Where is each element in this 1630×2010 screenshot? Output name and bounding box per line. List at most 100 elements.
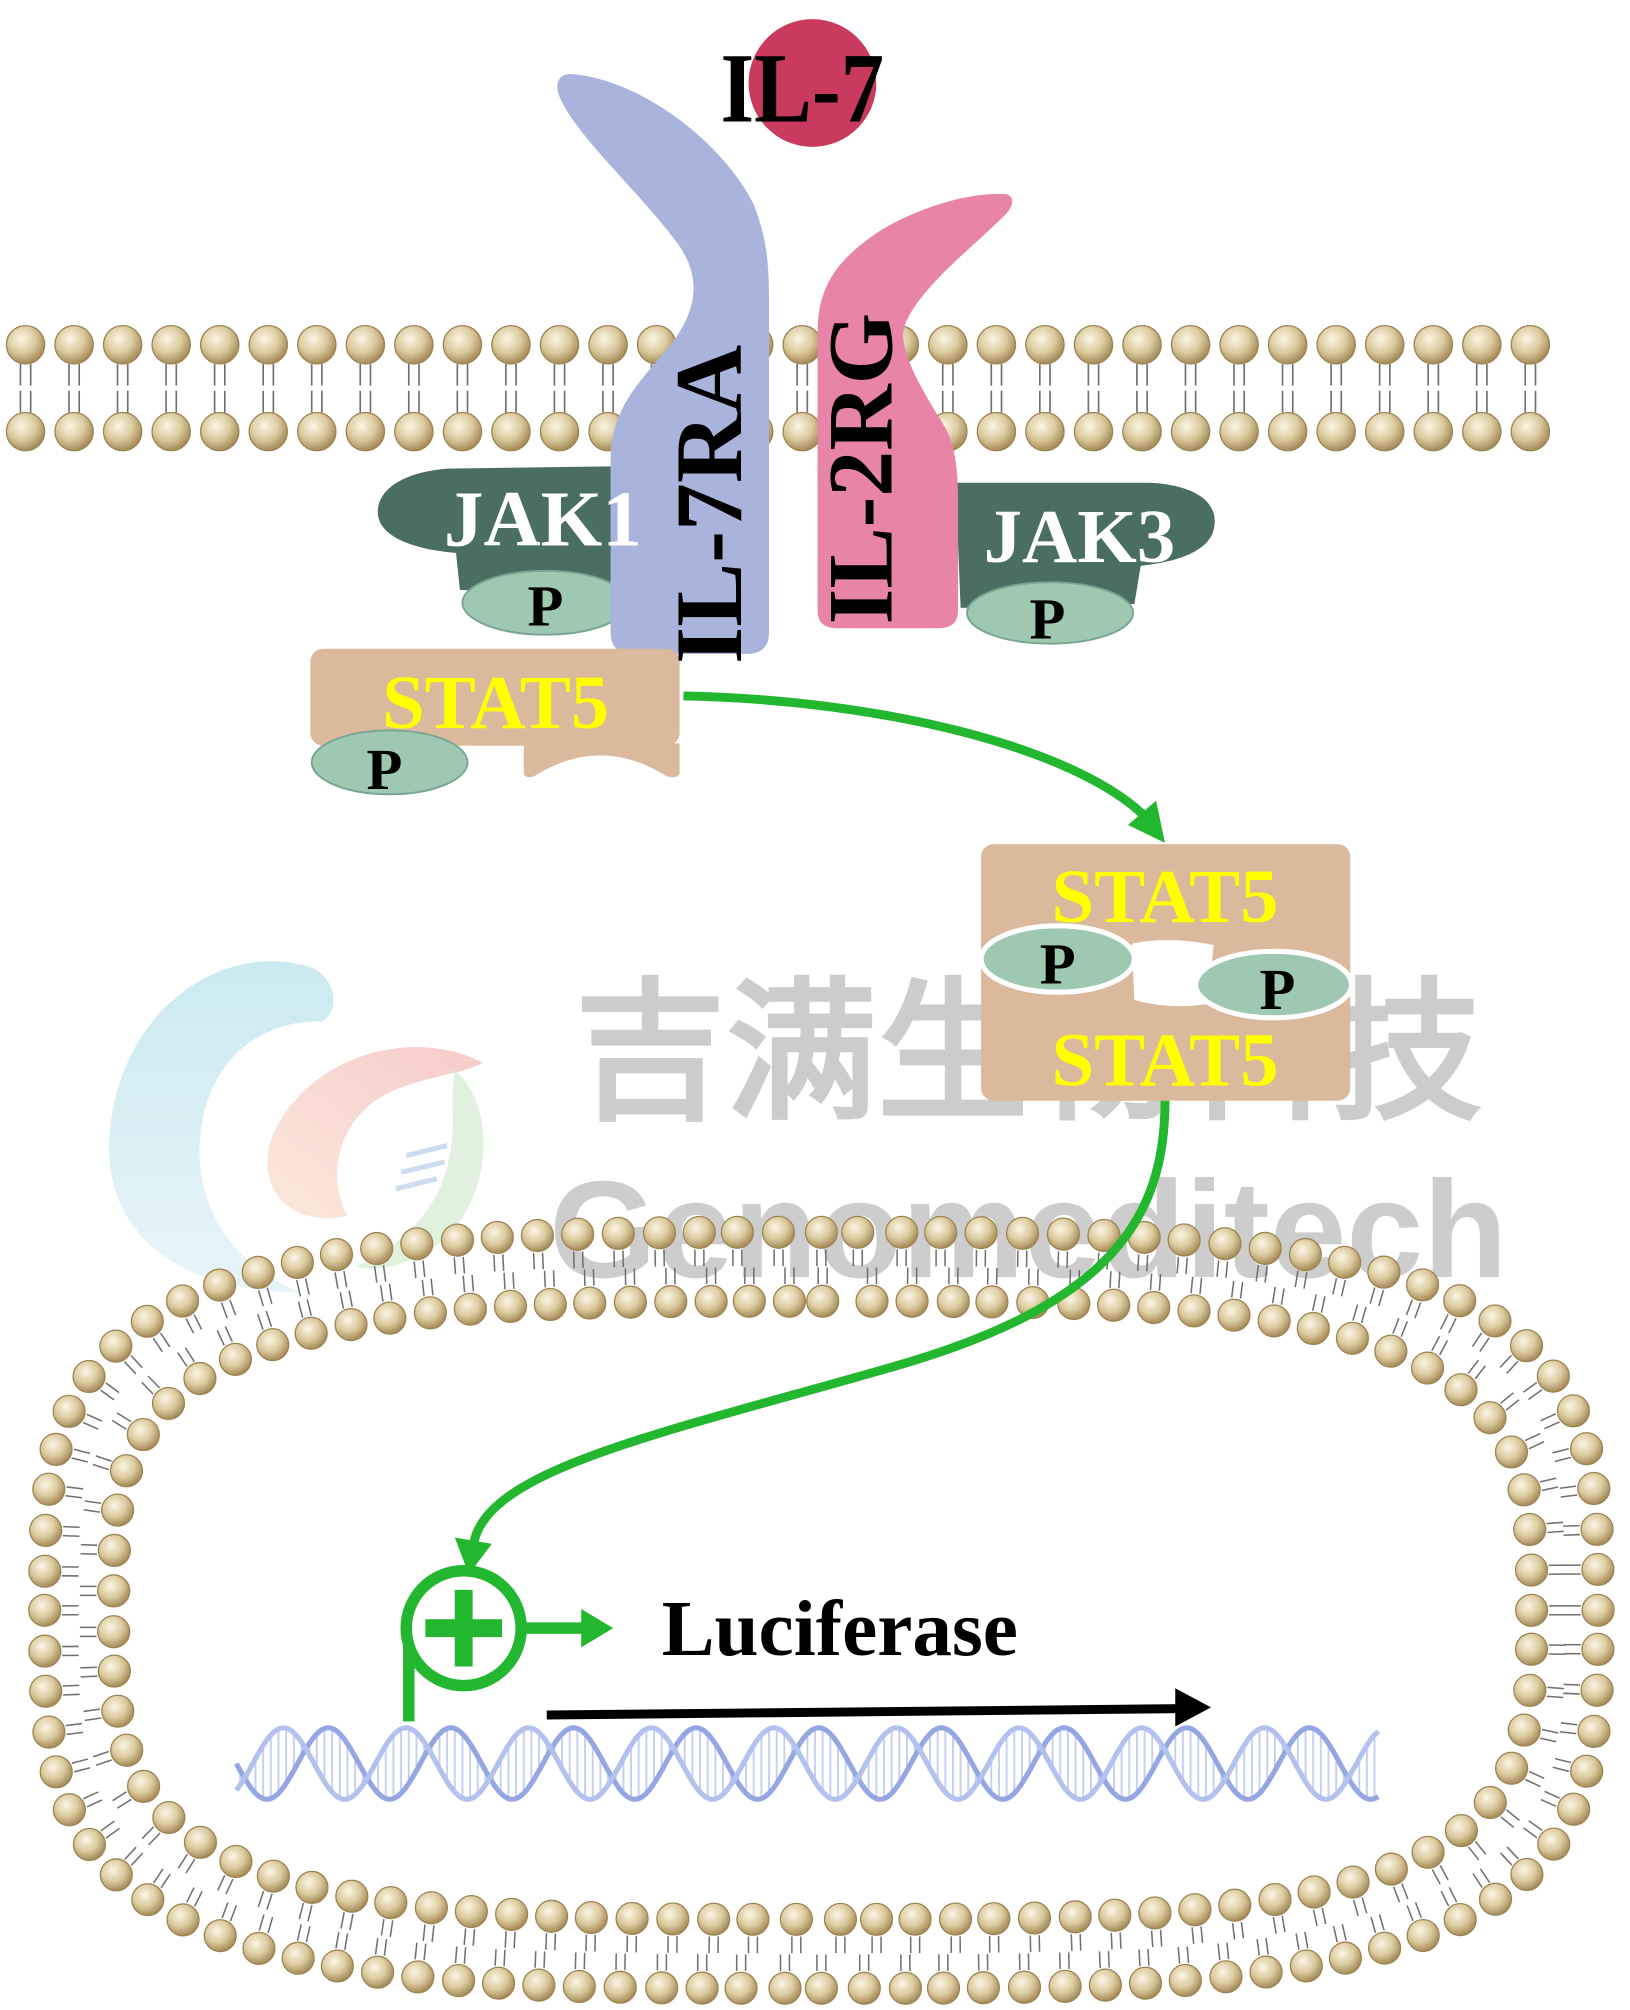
lipid-head bbox=[588, 324, 628, 365]
lipid-head bbox=[804, 1215, 838, 1249]
lipid-head bbox=[1122, 411, 1162, 452]
lipid-tail bbox=[1280, 1288, 1285, 1305]
lipid-tail bbox=[1541, 1728, 1559, 1734]
lipid-tail bbox=[1199, 1277, 1203, 1295]
lipid-head bbox=[151, 1386, 186, 1421]
lipid-head bbox=[1249, 1955, 1283, 1989]
lipid-head bbox=[101, 1694, 135, 1728]
jak1-label: JAK1 bbox=[444, 475, 642, 563]
lipid-head bbox=[218, 1342, 253, 1376]
lipid-head bbox=[1577, 1471, 1611, 1506]
lipid-head bbox=[562, 1969, 596, 2004]
lipid-head bbox=[1537, 1827, 1571, 1861]
il7ra-receptor bbox=[557, 73, 770, 654]
lipid-head bbox=[199, 324, 240, 365]
lipid-tail bbox=[1217, 1943, 1221, 1961]
il2rg-label: IL-2RG bbox=[810, 313, 912, 625]
lipid-head bbox=[131, 1883, 165, 1917]
lipid-head bbox=[1335, 1321, 1370, 1355]
lipid-tail bbox=[1360, 1306, 1367, 1324]
lipid-head bbox=[898, 1902, 932, 1936]
lipid-head bbox=[99, 1329, 133, 1363]
lipid-head bbox=[152, 1800, 186, 1835]
lipid-head bbox=[1580, 1512, 1614, 1546]
lipid-tail bbox=[1560, 1494, 1578, 1498]
lipid-tail bbox=[1281, 1915, 1286, 1933]
lipid-head bbox=[481, 1966, 516, 2000]
lipid-tail bbox=[1528, 1770, 1545, 1780]
jak3-phospho-label: P bbox=[1030, 587, 1066, 652]
lipid-head bbox=[1462, 324, 1502, 365]
lipid-head bbox=[1444, 1373, 1478, 1407]
lipid-head bbox=[453, 1292, 487, 1326]
lipid-tail bbox=[380, 1918, 385, 1936]
lipid-head bbox=[28, 1593, 62, 1627]
lipid-tail bbox=[305, 1926, 311, 1943]
lipid-tail bbox=[1392, 1317, 1400, 1334]
lipid-tail bbox=[1448, 1317, 1457, 1334]
lipid-head bbox=[976, 324, 1017, 365]
lipid-head bbox=[1087, 1218, 1121, 1253]
lipid-head bbox=[454, 1894, 488, 1929]
lipid-tail bbox=[184, 1347, 195, 1363]
lipid-tail bbox=[1439, 1864, 1449, 1881]
lipid-tail bbox=[80, 1552, 97, 1556]
lipid-head bbox=[400, 1227, 434, 1261]
lipid-head bbox=[360, 1231, 394, 1266]
lipid-head bbox=[1088, 1968, 1122, 2002]
lipid-tail bbox=[1552, 1448, 1569, 1454]
lipid-tail bbox=[185, 1858, 196, 1874]
dna-strand bbox=[234, 1725, 1381, 1802]
stat5-bound-phospho-label: P bbox=[367, 737, 403, 802]
lipid-tail bbox=[186, 1887, 195, 1903]
lipid-head bbox=[522, 1968, 556, 2002]
lipid-tail bbox=[1544, 1790, 1561, 1799]
lipid-head bbox=[1267, 411, 1308, 452]
lipid-tail bbox=[295, 1280, 302, 1297]
lipid-head bbox=[1025, 411, 1065, 452]
lipid-tail bbox=[1332, 1925, 1338, 1943]
lipid-tail bbox=[504, 1931, 507, 1948]
lipid-tail bbox=[256, 1313, 264, 1330]
lipid-tail bbox=[1320, 1296, 1326, 1313]
lipid-tail bbox=[1431, 1869, 1441, 1885]
lipid-head bbox=[573, 1286, 607, 1320]
lipid-head bbox=[165, 1284, 200, 1318]
lipid-head bbox=[183, 1361, 217, 1396]
lipid-tail bbox=[1544, 1421, 1560, 1430]
lipid-head bbox=[1364, 324, 1405, 365]
lipid-tail bbox=[349, 1913, 354, 1931]
lipid-tail bbox=[339, 1292, 345, 1309]
lipid-tail bbox=[220, 1302, 228, 1319]
lipid-tail bbox=[216, 1330, 225, 1346]
lipid-head bbox=[102, 411, 143, 452]
lipid-head bbox=[1168, 1963, 1202, 1998]
lipid-head bbox=[1405, 1268, 1440, 1302]
lipid-tail bbox=[1332, 1277, 1338, 1295]
lipid-tail bbox=[382, 1264, 387, 1282]
lipid-tail bbox=[1304, 1931, 1309, 1949]
lipid-head bbox=[779, 1902, 813, 1936]
lipid-head bbox=[394, 324, 434, 365]
lipid-tail bbox=[1554, 1456, 1572, 1463]
lipid-head bbox=[491, 324, 531, 365]
lipid-head bbox=[1478, 1304, 1512, 1338]
lipid-head bbox=[1478, 1882, 1513, 1916]
lipid-head bbox=[976, 411, 1017, 452]
lipid-tail bbox=[217, 1874, 226, 1891]
lipid-tail bbox=[1559, 1730, 1577, 1735]
lipid-tail bbox=[229, 1299, 237, 1316]
lipid-head bbox=[294, 1316, 328, 1350]
lipid-tail bbox=[373, 1266, 378, 1283]
lipid-tail bbox=[1109, 1271, 1112, 1288]
lipid-tail bbox=[430, 1278, 434, 1296]
lipid-tail bbox=[453, 1257, 457, 1275]
lipid-tail bbox=[177, 1853, 188, 1869]
lipid-tail bbox=[160, 1873, 171, 1889]
lipid-head bbox=[361, 1955, 395, 1989]
lipid-head bbox=[1328, 1245, 1362, 1279]
stat5-bound-label: STAT5 bbox=[382, 660, 609, 745]
lipid-head bbox=[1017, 1901, 1052, 1935]
lipid-tail bbox=[224, 1326, 233, 1343]
lipid-tail bbox=[1255, 1264, 1260, 1282]
